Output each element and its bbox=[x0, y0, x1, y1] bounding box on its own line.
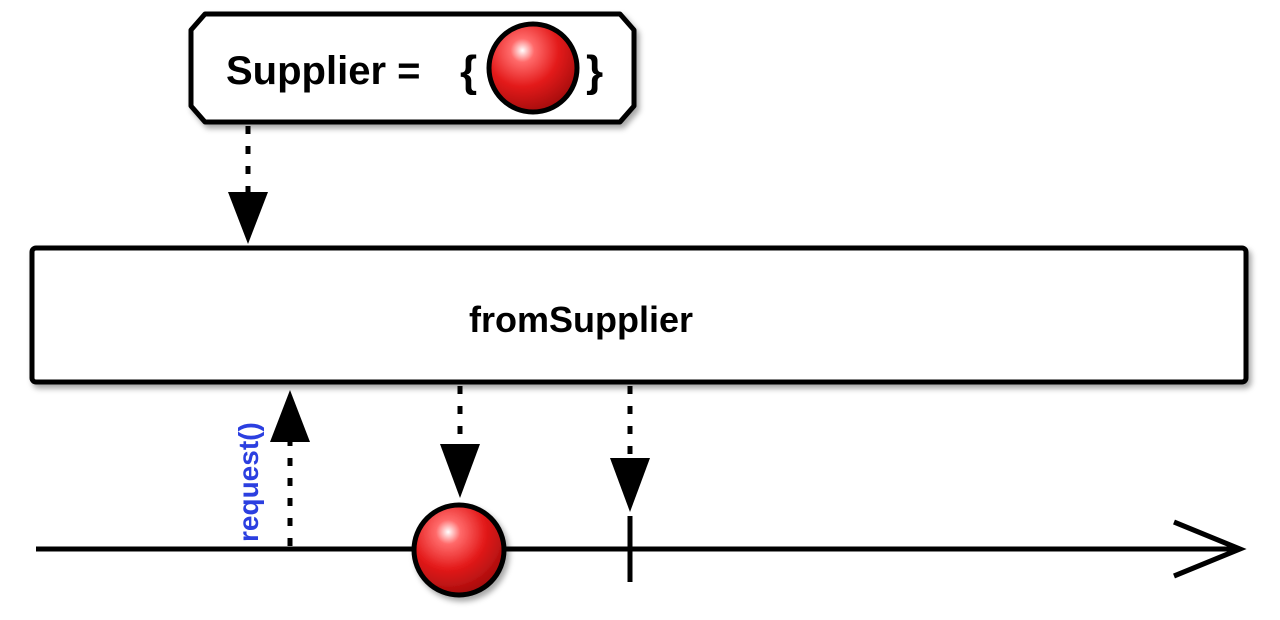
supplier-brace-open: { bbox=[460, 47, 477, 96]
timeline-marble bbox=[411, 502, 507, 598]
supplier-label: Supplier = bbox=[226, 49, 421, 93]
request-arrow-head bbox=[270, 390, 310, 442]
supplier-to-operator-arrow-head bbox=[228, 192, 268, 244]
supplier-brace-close: } bbox=[586, 47, 603, 96]
emit-arrow-head bbox=[440, 444, 480, 498]
operator-box bbox=[29, 245, 1249, 385]
request-label: request() bbox=[233, 422, 264, 542]
supplier-marble bbox=[486, 21, 580, 115]
operator-label: fromSupplier bbox=[469, 299, 693, 340]
timeline-arrow-head bbox=[1173, 519, 1247, 579]
complete-arrow-head bbox=[610, 458, 650, 512]
